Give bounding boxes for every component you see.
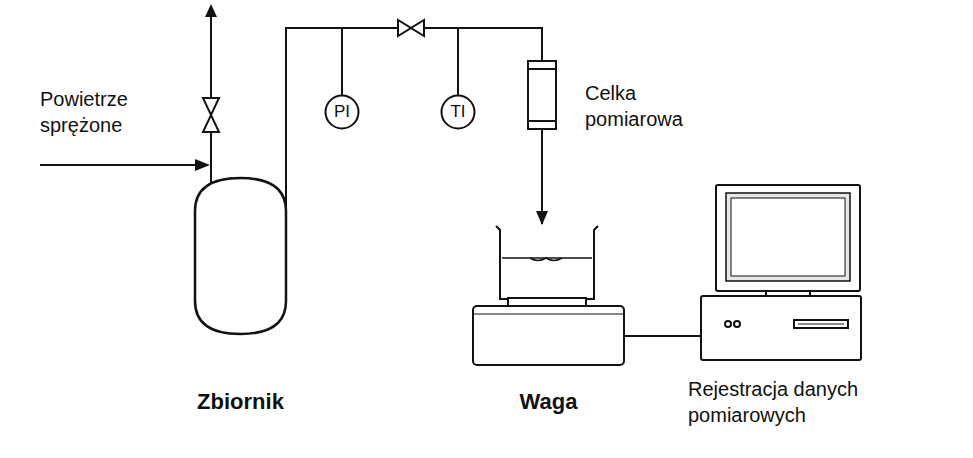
tank-outline [193, 176, 288, 336]
node-label: Celka pomiarowa [585, 80, 683, 132]
inlet-arrowhead [195, 159, 210, 171]
cell-band [528, 120, 556, 122]
balance: Waga [472, 224, 625, 366]
inlet-line [40, 164, 198, 166]
indicator-light [734, 321, 740, 327]
pressure-indicator: PI [324, 94, 360, 130]
temperature-tap [457, 28, 459, 95]
drive-slot [794, 320, 848, 328]
cell-outline [527, 60, 557, 130]
vent-valve [203, 115, 219, 132]
tank-vessel: Zbiornik [193, 176, 288, 336]
monitor-frame [716, 185, 860, 291]
vent-arrowhead [205, 4, 217, 17]
vent-valve [203, 98, 219, 115]
pressure-tap [341, 28, 343, 95]
cell-band [528, 68, 556, 70]
liquid-wave [530, 258, 562, 261]
pipe-connector [625, 335, 700, 337]
data-logger-computer: Rejestracja danych pomiarowych [700, 184, 862, 362]
node-label: TI [440, 94, 476, 130]
monitor-bezel [726, 193, 850, 281]
indicator-light [725, 321, 731, 327]
balance-body [473, 306, 624, 365]
pipe-connector [286, 28, 542, 216]
cell-body [528, 61, 556, 129]
line-valve [398, 20, 411, 36]
balance-edge [473, 314, 624, 315]
node-label: Zbiornik [197, 388, 284, 417]
node-label: PI [324, 94, 360, 130]
pipe-connector [541, 130, 543, 224]
inlet-label: Powietrze sprężone [40, 86, 128, 138]
computer-outline [700, 184, 862, 362]
monitor-screen [731, 198, 845, 276]
balance-pan [508, 298, 586, 306]
balance-outline [472, 224, 625, 366]
measuring-cell: Celka pomiarowa [527, 60, 557, 130]
node-label: Rejestracja danych pomiarowych [688, 376, 888, 428]
beaker [496, 226, 598, 299]
node-label: Waga [520, 388, 578, 417]
tank-body [195, 178, 286, 334]
computer-case [701, 296, 861, 360]
line-valve [411, 20, 424, 36]
temperature-indicator: TI [440, 94, 476, 130]
drive-slot-line [798, 324, 844, 325]
